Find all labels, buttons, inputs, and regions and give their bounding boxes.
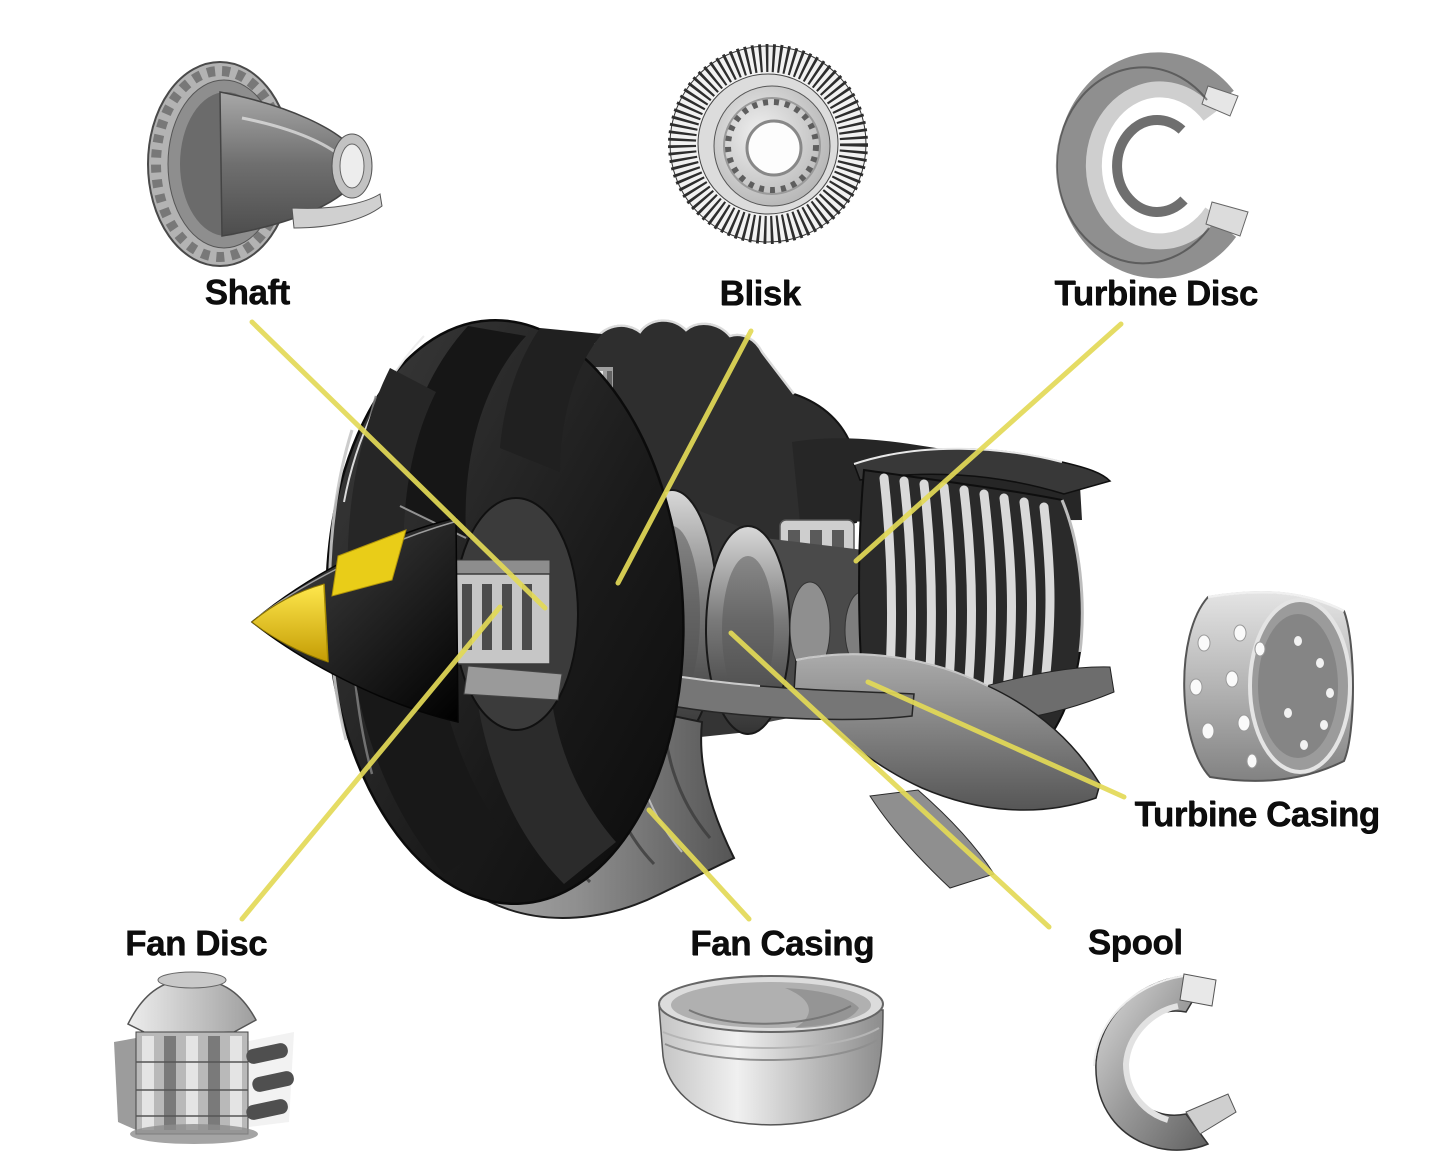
label-fan-disc: Fan Disc bbox=[125, 924, 267, 963]
spinner-yellow-patch bbox=[331, 529, 407, 597]
label-blisk: Blisk bbox=[719, 274, 801, 313]
leader-line-shaft bbox=[249, 319, 548, 611]
leader-line-turbine-disc bbox=[853, 321, 1124, 564]
fan-casing-part-image bbox=[658, 975, 884, 1126]
leader-line-spool bbox=[728, 630, 1052, 930]
label-turbine-disc: Turbine Disc bbox=[1054, 274, 1258, 313]
engine-cutaway-illustration bbox=[250, 319, 1115, 919]
turbine-disc-part-image bbox=[1055, 52, 1249, 279]
hub-mechanism bbox=[451, 559, 563, 701]
fan-assembly bbox=[325, 319, 685, 905]
label-fan-casing: Fan Casing bbox=[690, 924, 874, 963]
label-spool: Spool bbox=[1087, 923, 1183, 962]
spool-part-image bbox=[1093, 973, 1237, 1151]
fan-disc-part-image bbox=[114, 971, 294, 1144]
label-shaft: Shaft bbox=[204, 273, 291, 312]
leader-line-fan-disc bbox=[239, 604, 503, 922]
blisk-part-image bbox=[668, 44, 868, 244]
leader-line-fan-casing bbox=[646, 807, 752, 922]
shaft-part-image bbox=[147, 61, 383, 267]
leader-line-turbine-casing bbox=[865, 679, 1127, 800]
spinner-cone bbox=[250, 517, 459, 723]
label-turbine-casing: Turbine Casing bbox=[1134, 795, 1380, 834]
leader-lines bbox=[239, 319, 1127, 930]
leader-line-blisk bbox=[615, 328, 754, 586]
turbine-casing-part-image bbox=[1183, 590, 1354, 782]
